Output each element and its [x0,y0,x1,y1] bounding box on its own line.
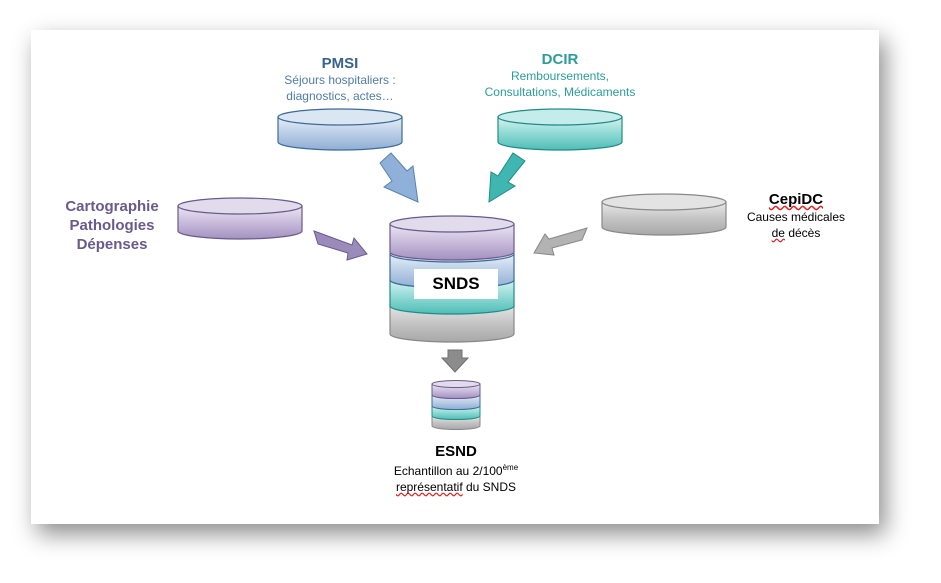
pmsi-text-block: PMSI Séjours hospitaliers : diagnostics,… [270,55,410,104]
cepidc-subtitle-word-deces: décès [788,226,821,240]
cartographie-line1: Cartographie [65,198,159,215]
cartographie-database [177,197,303,240]
arrow-cartographie-to-snds [313,230,368,261]
esnd-representatif: représentatif [395,480,463,494]
pmsi-title: PMSI [321,55,359,72]
pmsi-subtitle-line1: Séjours hospitaliers : [284,73,396,87]
cepidc-title: CepiDC [768,191,824,208]
arrow-dcir-to-snds [488,152,526,203]
cartographie-line2: Pathologies [69,217,155,234]
cepidc-subtitle-line2: de décès [733,225,859,241]
pmsi-database [277,108,403,151]
dcir-text-block: DCIR Remboursements, Consultations, Médi… [463,51,657,100]
esnd-text-block: ESND Echantillon au 2/100ème représentat… [366,443,546,495]
dcir-subtitle-line2: Consultations, Médicaments [484,85,636,99]
esnd-database-stack [431,380,481,430]
esnd-subtitle-line2: représentatif du SNDS [366,479,546,495]
cartographie-text-block: Cartographie Pathologies Dépenses [52,197,172,254]
snds-label: SNDS [414,269,498,299]
esnd-title: ESND [435,443,477,460]
arrow-snds-to-esnd [440,349,470,373]
dcir-database [497,108,623,151]
cartographie-line3: Dépenses [76,236,148,253]
cepidc-subtitle-line1: Causes médicales [746,210,846,224]
esnd-sample-text: Echantillon au 2/100 [393,464,503,478]
pmsi-subtitle-line2: diagnostics, actes… [286,89,394,103]
arrow-pmsi-to-snds [379,152,419,203]
dcir-title: DCIR [541,51,579,68]
arrow-cepidc-to-snds [533,227,588,256]
dcir-subtitle-line1: Remboursements, [510,69,610,83]
esnd-subtitle-line1: Echantillon au 2/100ème [366,460,546,479]
cepidc-subtitle-word-de: de [771,226,785,240]
esnd-du-snds: du SNDS [466,480,517,494]
snds-database-stack [389,215,515,343]
esnd-sample-superscript: ème [502,463,519,472]
cepidc-database [601,193,727,236]
cepidc-text-block: CepiDC Causes médicales de décès [733,191,859,241]
